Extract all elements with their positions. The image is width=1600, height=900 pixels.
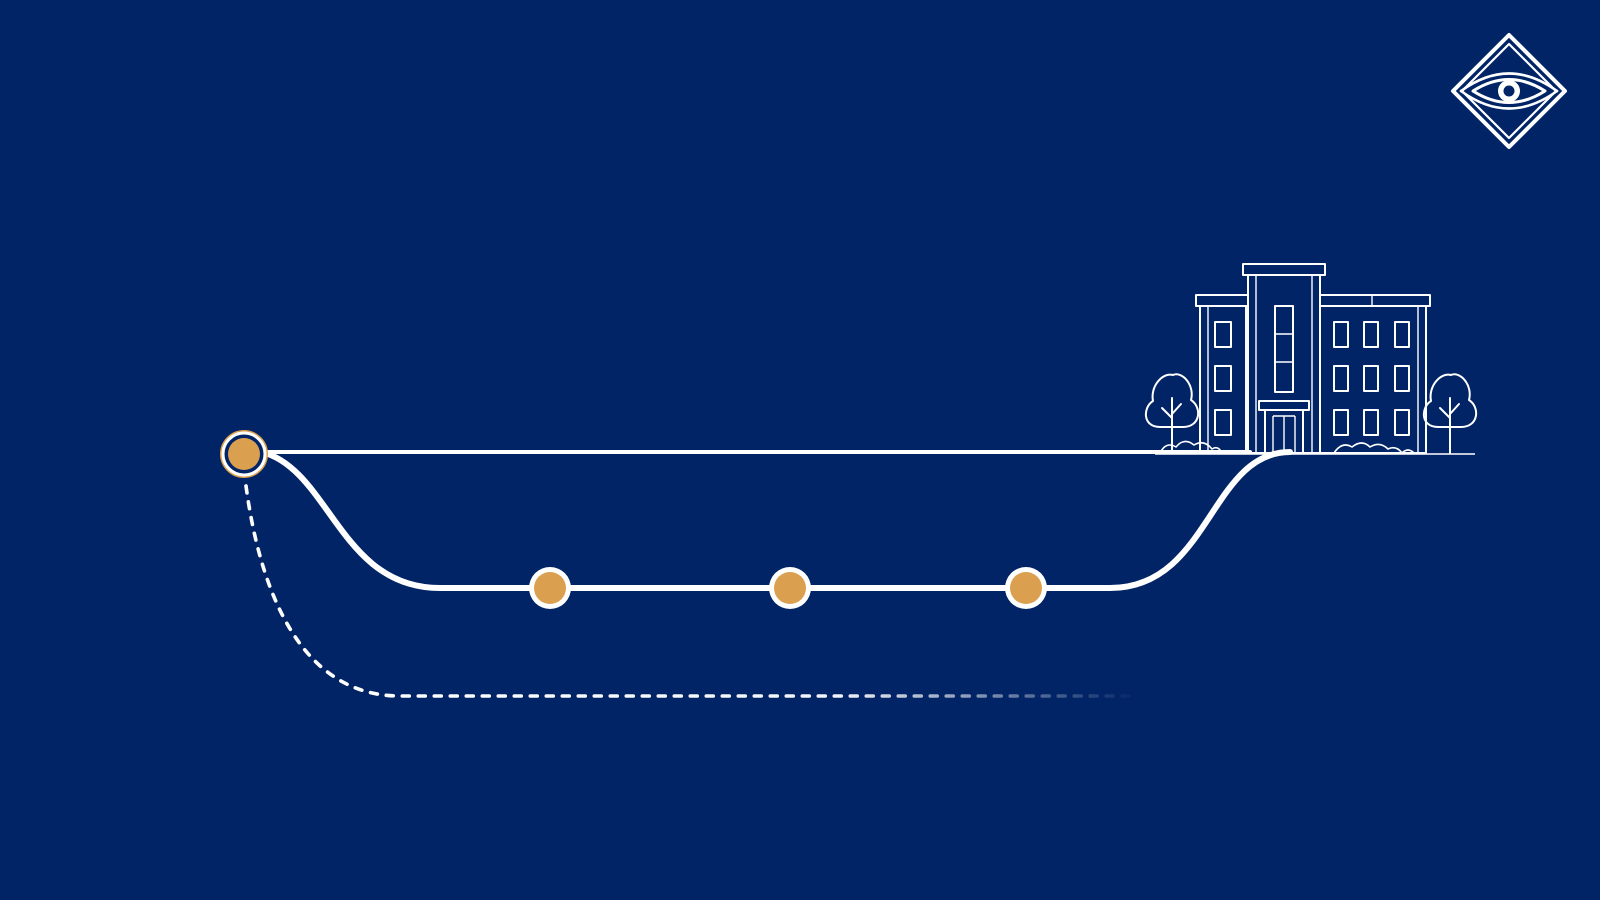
step-node <box>529 567 571 609</box>
tree-icon <box>1145 373 1200 454</box>
step-node <box>1005 567 1047 609</box>
eye-in-diamond-icon <box>1451 33 1567 149</box>
tree-icon <box>1423 373 1478 454</box>
school-building-icon <box>1159 263 1431 454</box>
start-node <box>220 430 268 478</box>
detour-path <box>259 449 1293 591</box>
step-node <box>769 567 811 609</box>
dropout-path <box>244 484 1142 698</box>
